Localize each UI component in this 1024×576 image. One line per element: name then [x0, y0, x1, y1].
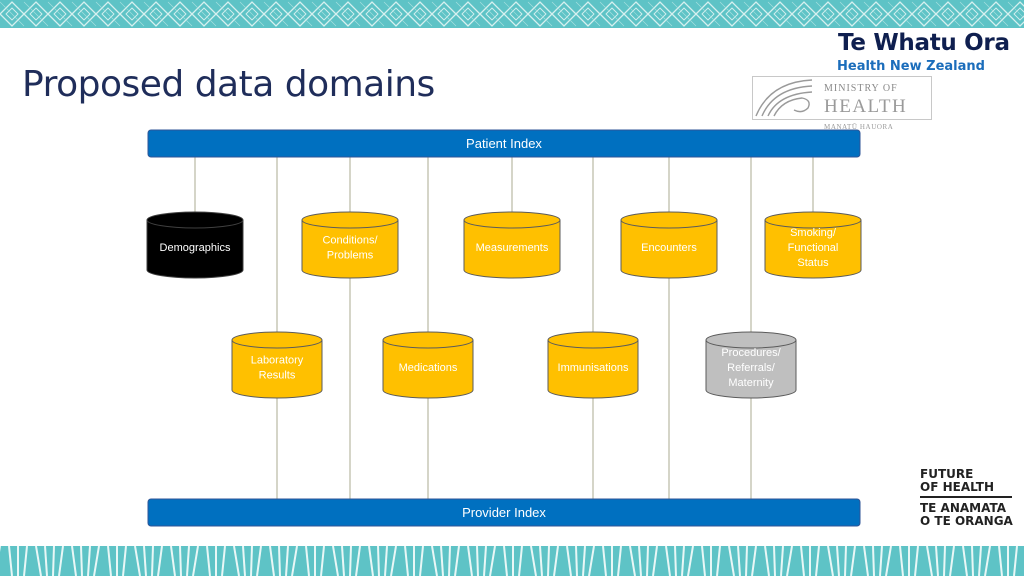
connector-lines — [194, 157, 814, 499]
foh-line3: TE ANAMATA — [920, 501, 1007, 515]
provider-index-bar-label: Provider Index — [462, 505, 546, 520]
te-whatu-ora-logo-text: Te Whatu Ora — [838, 30, 1010, 56]
domain-cylinder-row1-2: Measurements — [463, 211, 561, 279]
domain-label: Measurements — [476, 242, 549, 254]
domain-label: Demographics — [160, 242, 231, 254]
future-of-health-logo: FUTURE OF HEALTH TE ANAMATA O TE ORANGA — [920, 468, 1016, 527]
domain-cylinder-row2-3: Procedures/Referrals/Maternity — [705, 331, 797, 399]
domain-label: Medications — [399, 362, 458, 374]
decorative-bottom-pattern — [0, 546, 1024, 576]
decorative-top-pattern — [0, 0, 1024, 28]
moh-line1: MINISTRY OF — [824, 83, 898, 94]
moh-line3: MANATŪ HAUORA — [824, 123, 893, 131]
koru-icon — [755, 79, 813, 117]
foh-line2: OF HEALTH — [920, 479, 994, 494]
foh-divider — [920, 496, 1012, 498]
patient-index-bar-label: Patient Index — [466, 136, 542, 151]
domain-label: Encounters — [641, 242, 697, 254]
ministry-of-health-logo: MINISTRY OF HEALTH MANATŪ HAUORA — [752, 76, 932, 131]
health-nz-logo-text: Health New Zealand — [837, 59, 985, 74]
domain-label: Immunisations — [558, 362, 629, 374]
domain-cylinder-row2-1: Medications — [382, 331, 474, 399]
domain-label: Conditions/Problems — [322, 235, 378, 262]
domain-cylinder-row1-0: Demographics — [146, 211, 244, 279]
domain-label: Procedures/Referrals/Maternity — [721, 347, 781, 389]
moh-line2: HEALTH — [824, 96, 907, 117]
foh-line1: FUTURE — [920, 467, 974, 481]
domain-cylinder-row1-1: Conditions/Problems — [301, 211, 399, 279]
foh-line4: O TE ORANGA — [920, 513, 1013, 528]
provider-index-bar: Provider Index — [147, 498, 861, 527]
slide-title: Proposed data domains — [22, 64, 435, 105]
domain-cylinder-row1-3: Encounters — [620, 211, 718, 279]
patient-index-bar: Patient Index — [147, 129, 861, 158]
domain-cylinder-row2-2: Immunisations — [547, 331, 639, 399]
